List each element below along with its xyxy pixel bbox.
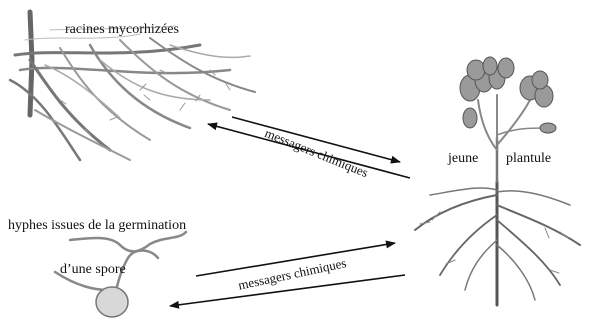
label-spore: d’une spore: [60, 262, 126, 278]
label-mycorrhizal-roots: racines mycorhizées: [65, 22, 179, 38]
label-hyphae: hyphes issues de la germination: [8, 218, 186, 234]
label-young: jeune: [448, 151, 478, 167]
plant-leaves: [460, 57, 556, 133]
label-seedling: plantule: [506, 151, 551, 167]
spore-illustration: [96, 287, 128, 317]
